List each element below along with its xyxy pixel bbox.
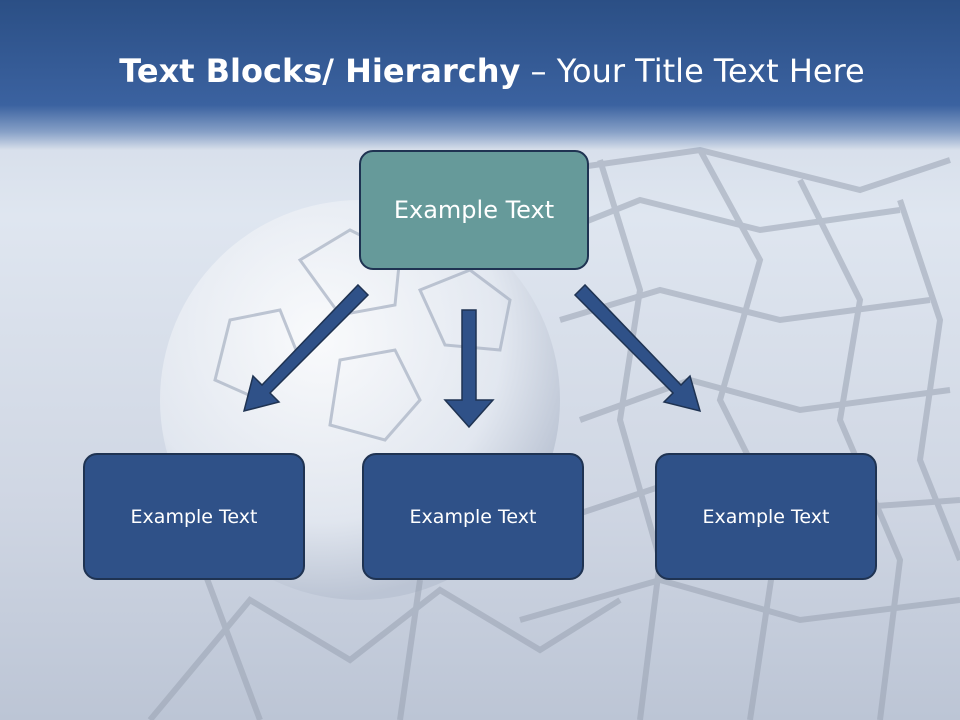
top-text-block-label: Example Text: [393, 196, 555, 224]
arrow-down-icon: [443, 309, 495, 429]
page-title: Text Blocks/ Hierarchy – Your Title Text…: [0, 52, 960, 90]
top-text-block: Example Text: [359, 150, 589, 270]
bottom-text-block-label: Example Text: [130, 505, 258, 528]
bottom-text-block-label: Example Text: [702, 505, 830, 528]
bottom-text-block-middle: Example Text: [362, 453, 584, 580]
title-rest: – Your Title Text Here: [520, 52, 865, 90]
title-banner: Text Blocks/ Hierarchy – Your Title Text…: [0, 0, 960, 150]
bottom-text-block-left: Example Text: [83, 453, 305, 580]
arrow-right-icon: [573, 283, 702, 413]
title-bold: Text Blocks/ Hierarchy: [119, 52, 521, 90]
bottom-text-block-label: Example Text: [409, 505, 537, 528]
bottom-text-block-right: Example Text: [655, 453, 877, 580]
arrow-left-icon: [242, 283, 370, 413]
